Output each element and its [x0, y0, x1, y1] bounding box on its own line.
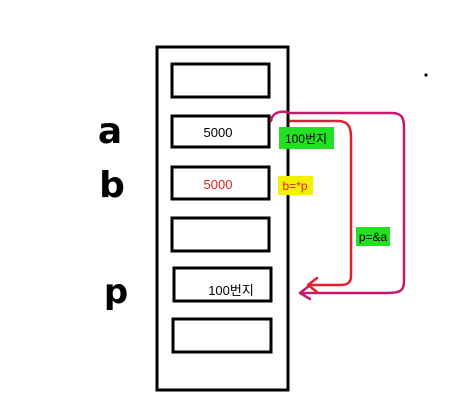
address-of-arrow: [269, 110, 406, 295]
deref-tag-text: b=*p: [282, 179, 307, 193]
deref-tag-box: [278, 176, 313, 195]
stray-dot: [424, 73, 428, 77]
address-tag-box: [279, 127, 334, 149]
cell-p-value: 100번지: [208, 283, 254, 298]
deref-arrowhead: [306, 276, 319, 294]
label-p: p: [104, 272, 128, 312]
address-of-arrowhead: [298, 284, 312, 301]
deref-arrow: [288, 119, 353, 287]
memory-cell-b: [170, 165, 271, 201]
memory-cell-6: [171, 317, 273, 354]
cell-b-value: 5000: [204, 177, 233, 192]
address-of-tag-box: [356, 227, 390, 246]
memory-cell-4: [170, 216, 271, 253]
memory-cell-a: [170, 114, 271, 149]
label-a: a: [98, 111, 122, 152]
label-b: b: [99, 165, 125, 206]
address-tag-text: 100번지: [285, 132, 327, 146]
cell-a-value: 5000: [204, 125, 233, 140]
memory-cell-1: [170, 62, 271, 99]
memory-cell-p: [172, 266, 273, 303]
address-of-tag-text: p=&a: [359, 230, 388, 244]
memory-column: [155, 45, 290, 392]
